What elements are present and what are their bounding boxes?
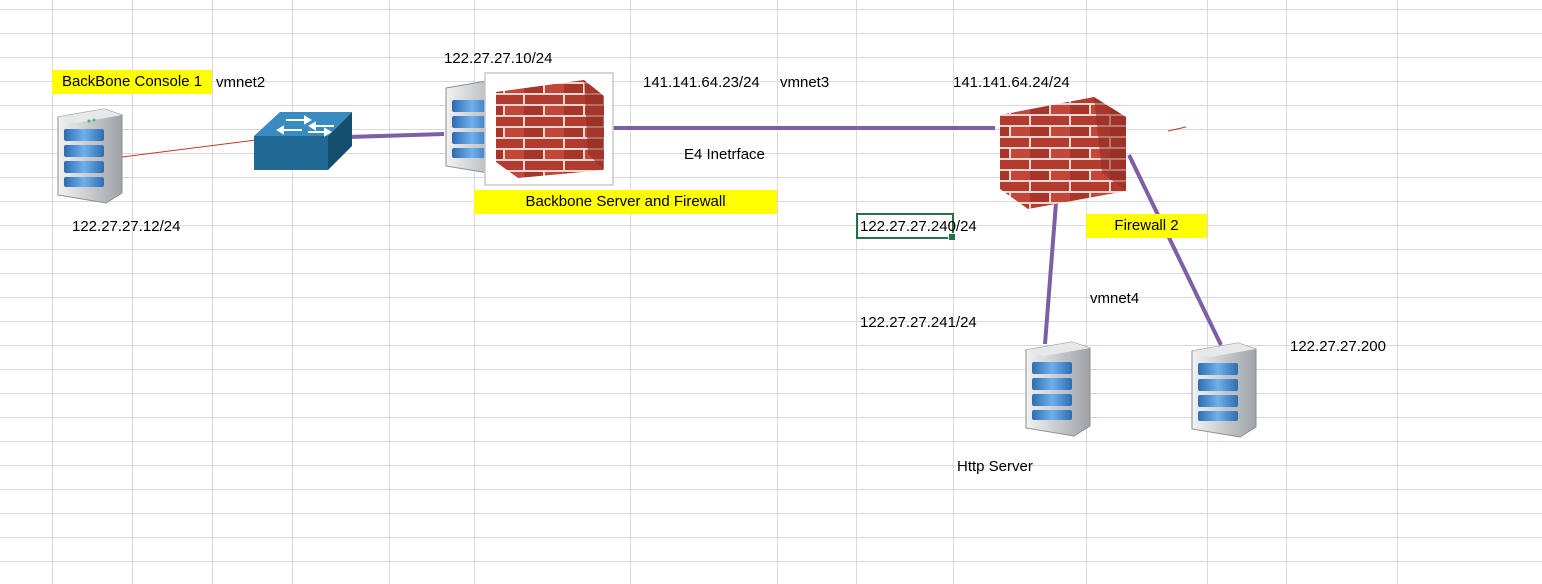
link-console-switch	[121, 139, 257, 158]
server200-ip: 122.27.27.200	[1290, 338, 1386, 355]
link-interface: E4 Inetrface	[684, 146, 765, 163]
firewall-icon[interactable]	[990, 93, 1130, 211]
http-server-ip: 122.27.27.241/24	[860, 314, 977, 331]
grid-column-line	[389, 0, 390, 584]
grid-column-line	[856, 0, 857, 584]
http-server-title: Http Server	[957, 458, 1033, 475]
grid-column-line	[630, 0, 631, 584]
grid-column-line	[953, 0, 954, 584]
firewall2-title: Firewall 2	[1086, 214, 1207, 238]
firewall-icon[interactable]	[484, 72, 614, 186]
server-icon[interactable]	[1186, 341, 1258, 441]
console1-network: vmnet2	[216, 74, 266, 91]
firewall2-ip-inner: 122.27.27.240/24	[860, 218, 977, 235]
link-firewall2-http	[1043, 189, 1059, 345]
grid-column-line	[132, 0, 133, 584]
grid-column-line	[474, 0, 475, 584]
server-icon[interactable]	[52, 107, 124, 207]
link-ip-left: 141.141.64.23/24	[643, 74, 760, 91]
grid-column-line	[292, 0, 293, 584]
selected-cell[interactable]	[856, 213, 956, 241]
server-icon[interactable]	[1020, 340, 1092, 440]
stray-link-mark	[1167, 126, 1187, 132]
grid-column-line	[1286, 0, 1287, 584]
link-switch-backbone	[347, 132, 445, 139]
grid-column-line	[52, 0, 53, 584]
grid-column-line	[1086, 0, 1087, 584]
link-network: vmnet3	[780, 74, 830, 91]
console1-ip: 122.27.27.12/24	[72, 218, 181, 235]
backbone-title: Backbone Server and Firewall	[474, 190, 777, 214]
grid-column-line	[1207, 0, 1208, 584]
grid-column-line	[777, 0, 778, 584]
console1-title: BackBone Console 1	[52, 70, 212, 94]
http-network: vmnet4	[1090, 290, 1140, 307]
firewall2-ip-top: 141.141.64.24/24	[953, 74, 1070, 91]
grid-column-line	[212, 0, 213, 584]
network-switch-icon[interactable]	[252, 110, 354, 172]
backbone-ip: 122.27.27.10/24	[444, 50, 553, 67]
link-firewall2-server200	[1127, 154, 1223, 346]
grid-column-line	[1397, 0, 1398, 584]
